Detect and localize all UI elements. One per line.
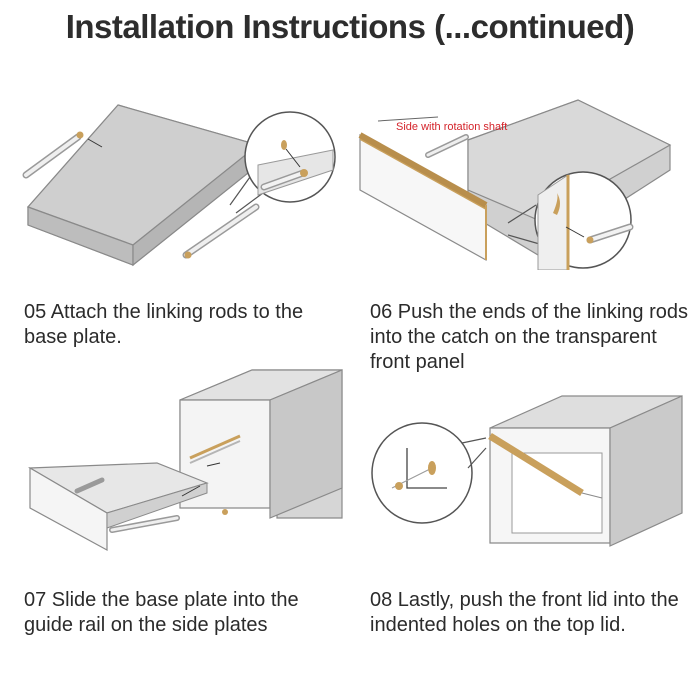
rotation-shaft-annotation: Side with rotation shaft: [396, 121, 508, 133]
step-05-illustration: [18, 95, 338, 270]
step-08-illustration: [362, 368, 687, 553]
step-08-caption: 08 Lastly, push the front lid into the i…: [370, 589, 679, 636]
step-05-caption: 05 Attach the linking rods to the base p…: [24, 301, 304, 348]
page-title: Installation Instructions (...continued): [65, 8, 635, 45]
step-06-caption: 06 Push the ends of the linking rods int…: [370, 301, 688, 373]
step-07-illustration: [22, 368, 347, 553]
step-06-illustration: [358, 95, 683, 270]
step-07-caption: 07 Slide the base plate into the guide r…: [24, 589, 299, 636]
